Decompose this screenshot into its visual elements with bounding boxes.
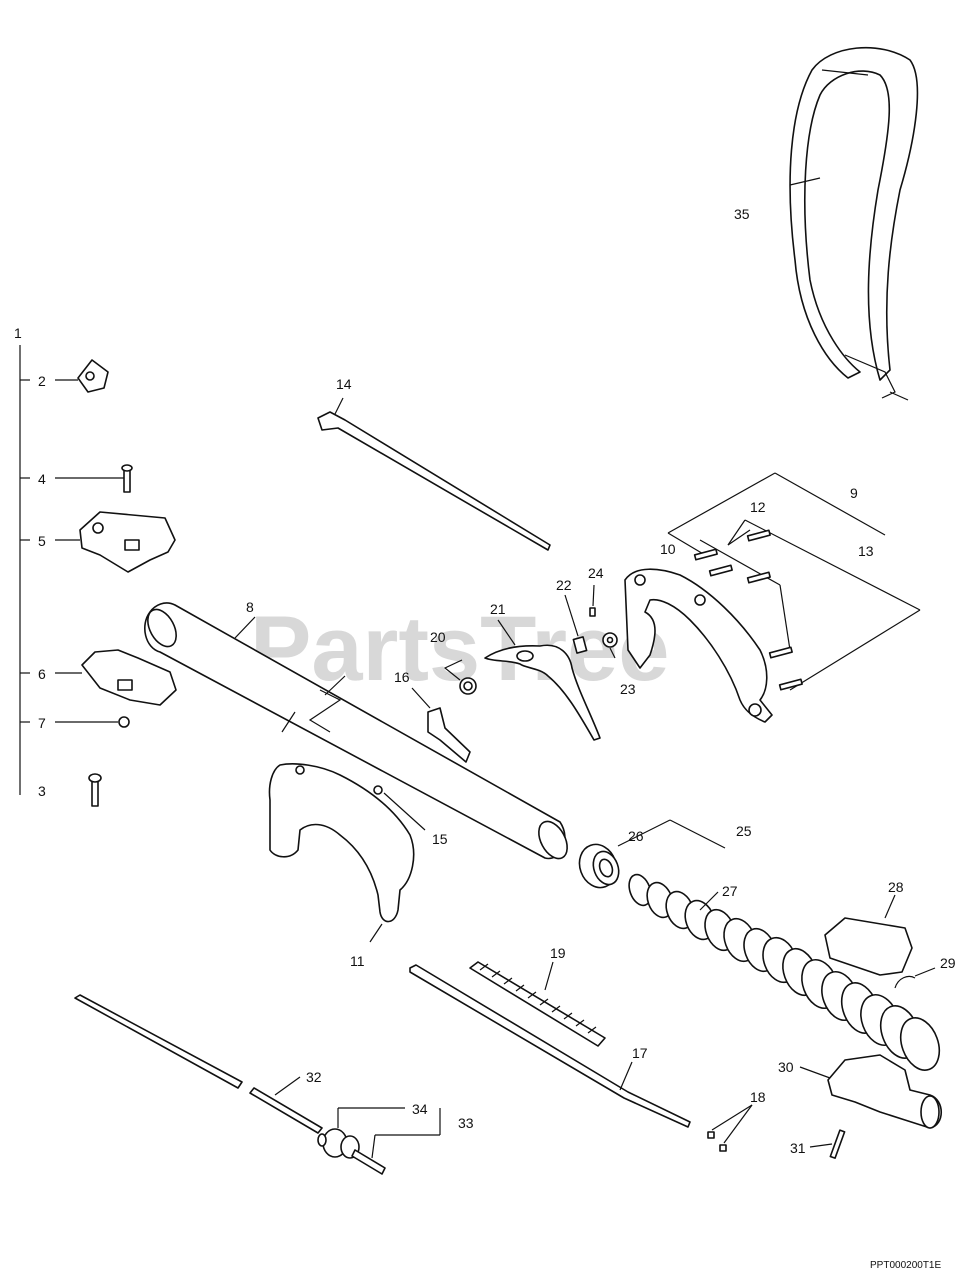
- callout-26: 26: [628, 828, 644, 844]
- callout-14: 14: [336, 376, 352, 392]
- part-13-screws: [746, 571, 803, 691]
- part-31-bolt: [809, 1129, 846, 1159]
- callout-7: 7: [38, 715, 46, 731]
- part-4-screw: [55, 464, 133, 493]
- callout-17: 17: [632, 1045, 648, 1061]
- callout-23: 23: [620, 681, 636, 697]
- callout-28: 28: [888, 879, 904, 895]
- part-26-bushing: [578, 819, 726, 889]
- part-32-flex-shaft: [74, 994, 323, 1134]
- callout-6: 6: [38, 666, 46, 682]
- callout-5: 5: [38, 533, 46, 549]
- part-33-bearing-assembly: [317, 1107, 441, 1175]
- callout-13: 13: [858, 543, 874, 559]
- part-24-small-pin: [589, 584, 596, 617]
- callout-22: 22: [556, 577, 572, 593]
- part-15-pin: [373, 785, 426, 831]
- callout-16: 16: [394, 669, 410, 685]
- callout-29: 29: [940, 955, 956, 971]
- part-27-boot-coil: [628, 873, 941, 1071]
- part-2-knob: [55, 359, 109, 393]
- callout-32: 32: [306, 1069, 322, 1085]
- callout-35: 35: [734, 206, 750, 222]
- callout-30: 30: [778, 1059, 794, 1075]
- callout-8: 8: [246, 599, 254, 615]
- callout-3: 3: [38, 783, 46, 799]
- part-6-lower-clamp: [55, 649, 177, 706]
- callout-24: 24: [588, 565, 604, 581]
- callout-10: 10: [660, 541, 676, 557]
- callout-31: 31: [790, 1140, 806, 1156]
- callout-19: 19: [550, 945, 566, 961]
- part-29-clip: [894, 967, 936, 989]
- part-22-pin: [564, 594, 588, 654]
- callout-34: 34: [412, 1101, 428, 1117]
- part-16-lever: [411, 687, 471, 763]
- callout-27: 27: [722, 883, 738, 899]
- part-35-shoulder-strap: [789, 46, 919, 401]
- part-18-screws: [707, 1104, 753, 1152]
- part-23-washer: [602, 632, 618, 659]
- watermark: PartsTree: [250, 598, 669, 700]
- part-7-nut: [55, 716, 130, 728]
- part-19-spring: [469, 961, 606, 1047]
- part-12-screws: [708, 529, 771, 577]
- kit-bracket-line: [19, 345, 30, 795]
- part-30-gear-case: [799, 1054, 943, 1129]
- part-17-shaft: [409, 964, 691, 1128]
- part-20-spring: [443, 659, 477, 695]
- callout-9: 9: [850, 485, 858, 501]
- callout-15: 15: [432, 831, 448, 847]
- part-28-cover: [824, 894, 913, 976]
- part-11-handle-half: [268, 763, 415, 943]
- part-3-bolt: [88, 773, 102, 807]
- callout-2: 2: [38, 373, 46, 389]
- callout-11: 11: [350, 953, 365, 969]
- callout-21: 21: [490, 601, 506, 617]
- part-21-trigger: [484, 619, 601, 741]
- callout-1: 1: [14, 325, 22, 341]
- part-8-main-tube: [144, 602, 568, 860]
- part-10-screw: [693, 548, 718, 561]
- callout-18: 18: [750, 1089, 766, 1105]
- callout-12: 12: [750, 499, 766, 515]
- reference-code: PPT000200T1E: [870, 1260, 941, 1271]
- part-9-handle-housing: [624, 472, 921, 723]
- callout-20: 20: [430, 629, 446, 645]
- callout-4: 4: [38, 471, 46, 487]
- callout-33: 33: [458, 1115, 474, 1131]
- part-5-upper-clamp: [55, 511, 176, 573]
- callout-25: 25: [736, 823, 752, 839]
- part-14-cable-tie: [317, 397, 551, 551]
- callout-labels: 1 2 4 5 6 7 3 8 9 10 11 12 13 14 15 16 1…: [14, 206, 956, 1156]
